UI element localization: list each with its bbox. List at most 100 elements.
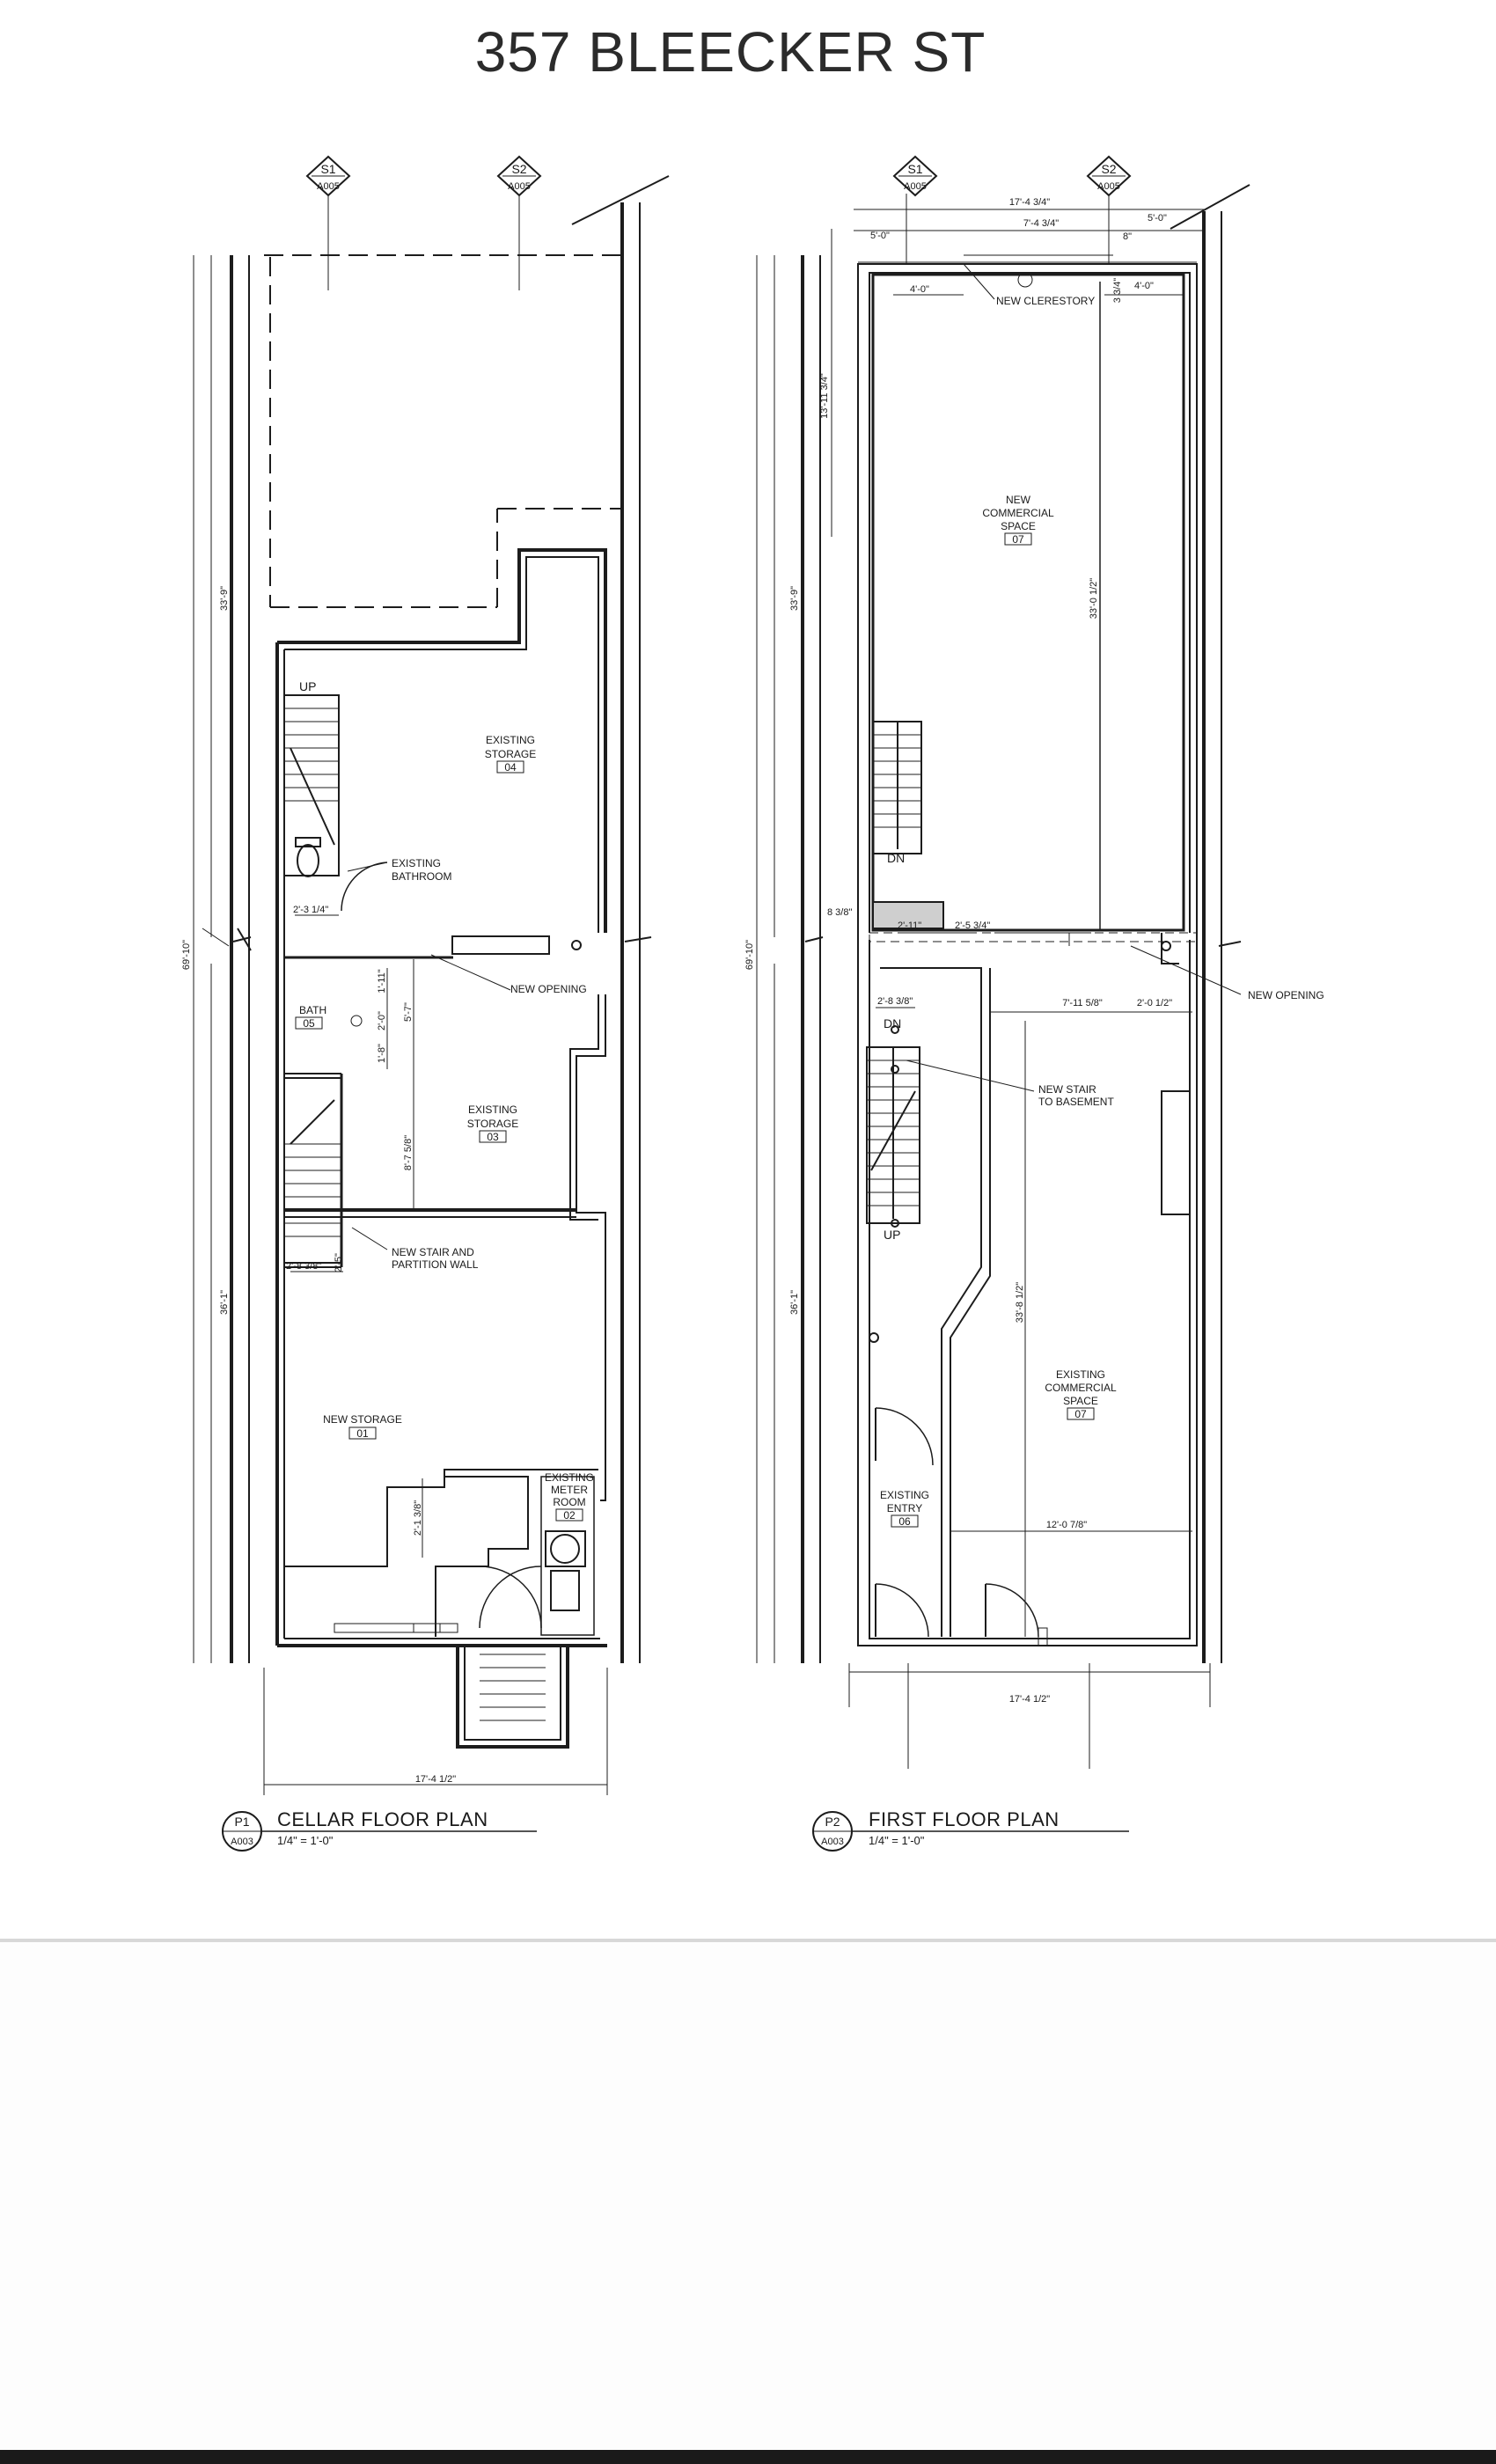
room-number: 07 xyxy=(1012,533,1024,546)
section-marker-sheet: A005 xyxy=(508,181,531,192)
note-new-stair: NEW STAIR xyxy=(1038,1083,1096,1096)
dimension: 2'-8 3/8" xyxy=(877,996,913,1007)
dimension: 2'-11" xyxy=(898,920,921,931)
section-marker-id: S2 xyxy=(511,162,526,176)
dimension: 7'-11 5/8" xyxy=(1062,998,1103,1008)
cellar-plan-title: CELLAR FLOOR PLAN xyxy=(277,1808,488,1830)
dimension: 3 3/4" xyxy=(1112,278,1123,303)
section-marker-sheet: A005 xyxy=(317,181,340,192)
section-marker-sheet: A005 xyxy=(1097,181,1120,192)
section-marker-id: S1 xyxy=(907,162,922,176)
section-marker-id: S2 xyxy=(1101,162,1116,176)
room-name: COMMERCIAL xyxy=(982,507,1054,519)
dimension: 36'-1" xyxy=(789,1290,800,1315)
dimension: 2'-8 3/8" xyxy=(286,1261,321,1272)
dimension: 2'-0 1/2" xyxy=(1137,998,1172,1008)
room-number: 01 xyxy=(356,1427,369,1440)
dimension: 7'-4 3/4" xyxy=(1023,218,1059,229)
dimension: 1'-11" xyxy=(377,969,387,993)
dimension: 2'-5 3/4" xyxy=(955,920,990,931)
dimension: 17'-4 1/2" xyxy=(1009,1694,1050,1705)
dimension: 2'-5" xyxy=(334,1253,344,1272)
page-title: 357 BLEECKER ST xyxy=(474,20,986,84)
section-marker-sheet: A005 xyxy=(904,181,927,192)
dimension: 33'-9" xyxy=(219,586,230,611)
dimension: 2'-3 1/4" xyxy=(293,905,328,915)
dimension: 17'-4 3/4" xyxy=(1009,197,1050,208)
note-new-opening: NEW OPENING xyxy=(510,983,587,995)
section-marker-s2-first xyxy=(1086,155,1132,197)
room-name: EXISTING xyxy=(486,734,535,746)
note-to-basement: TO BASEMENT xyxy=(1038,1096,1114,1108)
first-plan-title: FIRST FLOOR PLAN xyxy=(869,1808,1060,1830)
room-name: COMMERCIAL xyxy=(1045,1382,1117,1394)
room-name: SPACE xyxy=(1001,520,1036,532)
plan-tag-p2 xyxy=(812,1811,1129,1852)
room-number: 07 xyxy=(1074,1408,1087,1420)
dimension: 36'-1" xyxy=(219,1290,230,1315)
room-name: NEW STORAGE xyxy=(323,1413,402,1426)
room-name: NEW xyxy=(1006,494,1031,506)
dimension: 12'-0 7/8" xyxy=(1046,1520,1087,1530)
plan-tag-p1 xyxy=(222,1811,537,1852)
stair-dn-label: DN xyxy=(884,1016,901,1030)
dimension: 5'-0" xyxy=(1148,213,1167,224)
section-marker-s2-cellar xyxy=(496,155,542,197)
dimension: 17'-4 1/2" xyxy=(415,1774,456,1785)
room-name: SPACE xyxy=(1063,1395,1098,1407)
stair-up-label: UP xyxy=(884,1228,900,1242)
room-name: EXISTING xyxy=(880,1489,929,1501)
stair-dn-label: DN xyxy=(887,851,905,865)
dimension: 33'-0 1/2" xyxy=(1089,578,1099,619)
room-name: EXISTING xyxy=(468,1104,517,1116)
dimension: 5'-7" xyxy=(403,1002,414,1022)
first-plan-scale: 1/4" = 1'-0" xyxy=(869,1834,925,1847)
room-name: EXISTING xyxy=(545,1471,594,1484)
room-number: 03 xyxy=(487,1131,499,1143)
section-marker-id: S1 xyxy=(320,162,335,176)
dimension: 69'-10" xyxy=(744,940,755,970)
plan-tag-id: P2 xyxy=(825,1815,840,1829)
note-new-stair: NEW STAIR AND xyxy=(392,1246,474,1258)
dimension: 69'-10" xyxy=(181,940,192,970)
dimension: 2'-1 3/8" xyxy=(413,1500,423,1536)
room-name: STORAGE xyxy=(485,748,536,760)
room-number: 02 xyxy=(563,1509,576,1522)
note-partition-wall: PARTITION WALL xyxy=(392,1258,479,1271)
cellar-floor-plan xyxy=(193,175,670,1795)
dimension: 2'-0" xyxy=(377,1011,387,1030)
room-name: EXISTING xyxy=(1056,1368,1105,1381)
dimension: 13'-11 3/4" xyxy=(819,373,830,419)
room-name: STORAGE xyxy=(467,1118,518,1130)
dimension: 8 3/8" xyxy=(827,907,852,918)
room-name: BATH xyxy=(299,1004,326,1016)
room-number: 05 xyxy=(303,1017,315,1030)
dimension: 33'-8 1/2" xyxy=(1015,1282,1025,1323)
room-number: 04 xyxy=(504,761,517,774)
room-name: ENTRY xyxy=(887,1502,922,1514)
first-floor-plan xyxy=(756,184,1250,1769)
sheet-edge xyxy=(0,1939,1496,1942)
dimension: 1'-8" xyxy=(377,1044,387,1063)
note-new-opening: NEW OPENING xyxy=(1248,989,1324,1001)
dimension: 4'-0" xyxy=(1134,281,1154,291)
dimension: 33'-9" xyxy=(789,586,800,611)
dimension: 8'-7 5/8" xyxy=(403,1135,414,1170)
room-name: BATHROOM xyxy=(392,870,451,883)
section-marker-s1-cellar xyxy=(305,155,351,197)
cellar-plan-scale: 1/4" = 1'-0" xyxy=(277,1834,334,1847)
room-name: EXISTING xyxy=(392,857,441,869)
room-name: METER xyxy=(551,1484,588,1496)
room-number: 06 xyxy=(898,1515,911,1528)
section-marker-s1-first xyxy=(892,155,938,197)
dimension: 4'-0" xyxy=(910,284,929,295)
plan-tag-id: P1 xyxy=(234,1815,249,1829)
note-new-clerestory: NEW CLERESTORY xyxy=(996,295,1095,307)
stair-up-label: UP xyxy=(299,679,316,693)
dimension: 5'-0" xyxy=(870,231,890,241)
plan-tag-sheet: A003 xyxy=(231,1837,253,1847)
dimension: 8" xyxy=(1123,231,1132,242)
scan-edge xyxy=(0,2450,1496,2464)
